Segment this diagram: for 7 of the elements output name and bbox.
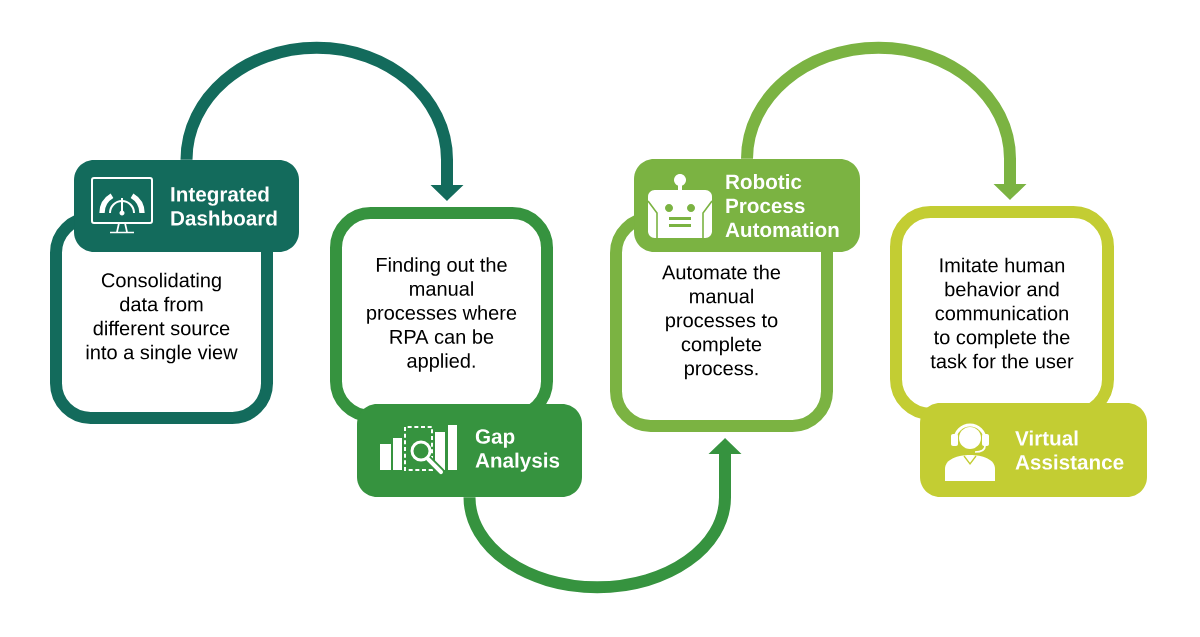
curved-arrow [741,41,1027,200]
title-tab: Virtual Assistance [920,403,1147,497]
description-card: Imitate human behavior and communication to complete the task for the user [890,206,1114,420]
title-tab: Integrated Dashboard [74,160,299,252]
curved-arrow [180,41,464,201]
title-tab: Gap Analysis [357,404,582,497]
description-card: Finding out the manual processes where RPA can be applied. [330,207,553,422]
